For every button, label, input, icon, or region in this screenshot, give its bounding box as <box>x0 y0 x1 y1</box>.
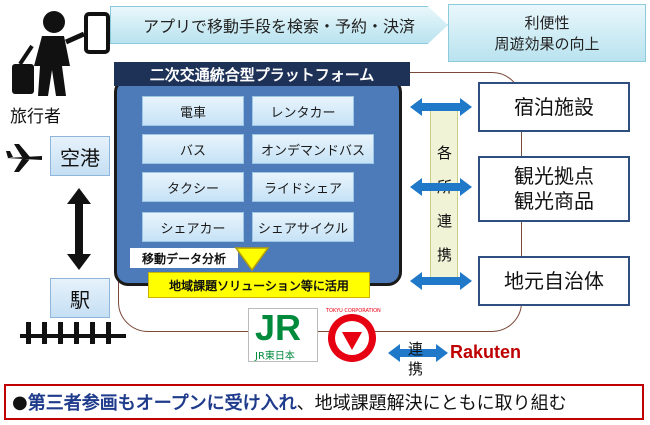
service-train: 電車 <box>142 96 244 126</box>
partner-link-arrow <box>388 344 448 362</box>
coordination-column <box>430 110 458 278</box>
service-on-demand-bus: オンデマンドバス <box>252 134 374 164</box>
coordination-char-3: 携 <box>437 246 453 264</box>
arrow-to-lodging <box>410 98 472 116</box>
mobility-analysis-text: 移動データ分析 <box>141 251 226 266</box>
partner-link-line2: 携 <box>408 360 424 378</box>
convenience-banner: 利便性 周遊効果の向上 <box>448 4 646 62</box>
airplane-icon <box>6 144 42 172</box>
footer-rest: 、地域課題解決にともに取り組む <box>296 393 567 414</box>
regional-solution-text: 地域課題ソリューション等に活用 <box>169 278 349 293</box>
platform-title-text: 二次交通統合型プラットフォーム <box>149 65 375 84</box>
mobility-analysis-label: 移動データ分析 <box>130 248 238 268</box>
airport-label: 空港 <box>60 145 100 170</box>
jr-east-logo: JR JR東日本 <box>248 307 318 362</box>
municipality-box: 地元自治体 <box>478 256 630 306</box>
rail-track-icon <box>20 322 126 344</box>
station-box: 駅 <box>50 278 110 318</box>
traveler-label: 旅行者 <box>10 107 61 127</box>
arrow-to-tourism <box>410 178 472 196</box>
service-bike-share: シェアサイクル <box>252 212 354 242</box>
service-ride-share: ライドシェア <box>252 172 354 202</box>
rakuten-logo: Rakuten <box>450 342 522 362</box>
tourism-line2: 観光商品 <box>514 189 594 213</box>
airport-box: 空港 <box>50 136 110 176</box>
lodging-label: 宿泊施設 <box>514 94 594 119</box>
service-taxi: タクシー <box>142 172 244 202</box>
partner-link-line1: 連 <box>408 340 424 358</box>
coordination-char-0: 各 <box>437 144 453 162</box>
regional-solution-box: 地域課題ソリューション等に活用 <box>148 272 370 298</box>
lodging-box: 宿泊施設 <box>478 82 630 132</box>
footer-bullet: ● <box>12 391 28 413</box>
app-search-booking-text: アプリで移動手段を検索・予約・決済 <box>142 17 415 36</box>
tokyu-logo: TOKYU CORPORATION <box>322 306 382 366</box>
station-label: 駅 <box>70 287 90 312</box>
service-car-share: シェアカー <box>142 212 244 242</box>
convenience-line1: 利便性 <box>524 14 570 32</box>
municipality-label: 地元自治体 <box>504 268 604 293</box>
tokyu-emblem-icon <box>328 314 376 362</box>
traveler-icon <box>12 11 110 96</box>
tourism-box: 観光拠点 観光商品 <box>478 156 630 222</box>
convenience-line2: 周遊効果の向上 <box>494 35 600 53</box>
tokyu-caption: TOKYU CORPORATION <box>326 308 381 314</box>
jr-caption: JR東日本 <box>255 351 295 362</box>
jr-logo-text: JR <box>255 307 302 348</box>
platform-title: 二次交通統合型プラットフォーム <box>114 62 410 86</box>
footer-highlight: 第三者参画もオープンに受け入れ <box>27 393 297 414</box>
tourism-line1: 観光拠点 <box>514 164 594 188</box>
app-search-booking-banner: アプリで移動手段を検索・予約・決済 <box>110 6 448 44</box>
coordination-char-2: 連 <box>437 212 453 230</box>
footer-message-box: ● 第三者参画もオープンに受け入れ 、地域課題解決にともに取り組む <box>4 384 644 420</box>
arrow-to-municipality <box>410 272 472 290</box>
service-bus: バス <box>142 134 244 164</box>
down-triangle-icon <box>234 247 270 272</box>
service-rental-car: レンタカー <box>252 96 354 126</box>
vertical-double-arrow <box>67 188 91 270</box>
